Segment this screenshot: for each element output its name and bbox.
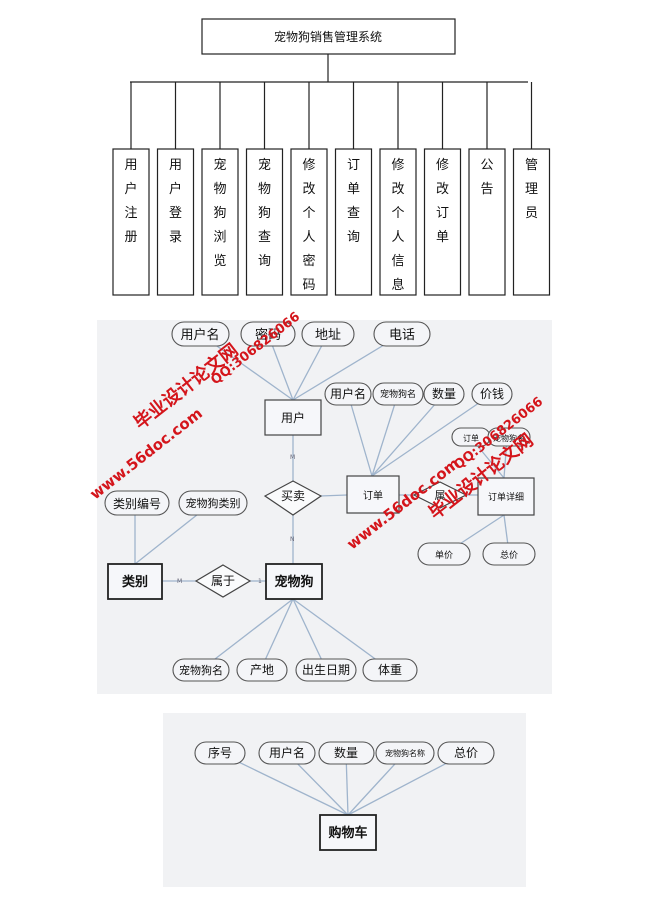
relation-belong-category [194, 564, 252, 598]
module-label: 修改个人密码 [302, 158, 315, 293]
module-label: 订单查询 [347, 158, 360, 245]
attr-detail-unitprice-label: 单价 [435, 549, 453, 561]
module-box [334, 148, 373, 296]
er-diagram-main: M N M 1 用户名 密码 地址 电话 用户 买卖 用户名 宠物狗名 数量 [86, 309, 552, 694]
attr-cat-type-label: 宠物狗类别 [186, 496, 241, 510]
attr-cart-seq [194, 741, 246, 765]
module-box [245, 148, 284, 296]
entity-order [346, 475, 400, 514]
module-label: 公告 [480, 158, 493, 197]
entity-dog-label: 宠物狗 [274, 574, 313, 590]
module-box [423, 148, 462, 296]
attr-detail-total-label: 总价 [500, 549, 518, 561]
attr-user-name: 用户名 [180, 327, 219, 343]
entity-user-label: 用户 [281, 410, 305, 425]
relation-belong-category-label: 属于 [211, 574, 235, 588]
attr-cart-total [437, 741, 495, 765]
card-dog-1: 1 [258, 578, 262, 585]
attr-dog-origin: 产地 [250, 663, 274, 677]
er-diagram-cart: 序号 用户名 数量 宠物狗名称 总价 购物车 [163, 713, 526, 887]
attr-cat-id-label: 类别编号 [113, 496, 161, 511]
order-attributes: 用户名 宠物狗名 数量 价钱 [324, 382, 513, 406]
module-box [112, 148, 150, 296]
attr-cart-username-label: 用户名 [269, 745, 305, 760]
module-box [512, 148, 551, 296]
entity-user [264, 399, 322, 436]
module-box [156, 148, 195, 296]
module-box [379, 148, 417, 296]
module-boxes: 用户注册 用户登录 宠物狗浏览 宠物狗查询 修改个人密码 订单查询 修改个人信息 修改订单 公告… [112, 82, 551, 296]
card-dog-n: N [290, 536, 295, 543]
relation-belong-order-label: 属 [435, 489, 446, 502]
attr-order-dogname: 宠物狗名 [380, 388, 416, 400]
cart-panel-bg [163, 713, 526, 887]
er-panel-bg [97, 320, 552, 694]
relation-buy-sell [263, 480, 323, 516]
card-user-m: M [290, 454, 295, 461]
module-label: 修改个人信息 [391, 158, 404, 293]
attr-dog-birth: 出生日期 [302, 663, 350, 677]
attr-detail-total [482, 542, 536, 566]
attr-order-qty: 数量 [432, 386, 456, 401]
module-box [290, 148, 328, 296]
attr-cart-username [258, 741, 316, 765]
root-box [201, 18, 456, 55]
entity-order-detail [477, 477, 535, 516]
card-cat-m: M [177, 578, 182, 585]
attr-cat-type [178, 490, 248, 516]
module-box [201, 148, 239, 296]
attr-cart-dogname [375, 741, 435, 765]
attr-order-username: 用户名 [330, 386, 366, 401]
attr-cart-seq-label: 序号 [208, 745, 232, 760]
entity-order-label: 订单 [363, 490, 383, 502]
user-attributes: 用户名 密码 地址 电话 [171, 321, 431, 347]
attr-detail-order-label: 订单 [463, 433, 479, 443]
module-tree: 宠物狗销售管理系统 用户注册 用户登录 宠物狗浏览 宠物狗查询 修改个人密码 订单查询 修改… [112, 18, 551, 296]
attr-cart-qty-label: 数量 [334, 745, 358, 760]
attr-dog-weight: 体重 [378, 663, 402, 677]
module-label: 管理员 [525, 158, 538, 221]
module-label: 宠物狗查询 [258, 157, 271, 269]
root-label: 宠物狗销售管理系统 [274, 29, 382, 44]
module-label: 修改订单 [436, 158, 449, 245]
module-label: 用户注册 [124, 158, 137, 245]
dog-attributes: 宠物狗名 产地 出生日期 体重 [172, 658, 418, 682]
attr-cat-id [104, 490, 170, 516]
attr-cart-dogname-label: 宠物狗名称 [385, 748, 425, 758]
attr-detail-dogname [487, 427, 531, 447]
relation-belong-order [412, 481, 468, 509]
attr-cart-qty [318, 741, 375, 765]
attr-detail-unitprice [417, 542, 471, 566]
module-label: 用户登录 [169, 158, 182, 245]
entity-order-detail-label: 订单详细 [488, 491, 524, 503]
entity-cart-label: 购物车 [328, 825, 367, 841]
relation-buy-sell-label: 买卖 [281, 489, 305, 503]
attr-order-price: 价钱 [480, 386, 504, 401]
module-box [468, 148, 506, 296]
attr-cart-total-label: 总价 [454, 746, 478, 760]
entity-category-label: 类别 [122, 574, 148, 590]
attr-user-address: 地址 [315, 328, 341, 343]
entity-dog [265, 563, 323, 600]
attr-user-phone: 电话 [389, 328, 415, 343]
attr-dog-name: 宠物狗名 [179, 663, 223, 677]
attr-detail-dogname-label: 宠物狗名 [493, 433, 525, 443]
attr-user-password: 密码 [255, 327, 281, 343]
entity-cart [319, 814, 377, 851]
module-label: 宠物狗浏览 [213, 157, 226, 269]
entity-category [107, 563, 163, 600]
